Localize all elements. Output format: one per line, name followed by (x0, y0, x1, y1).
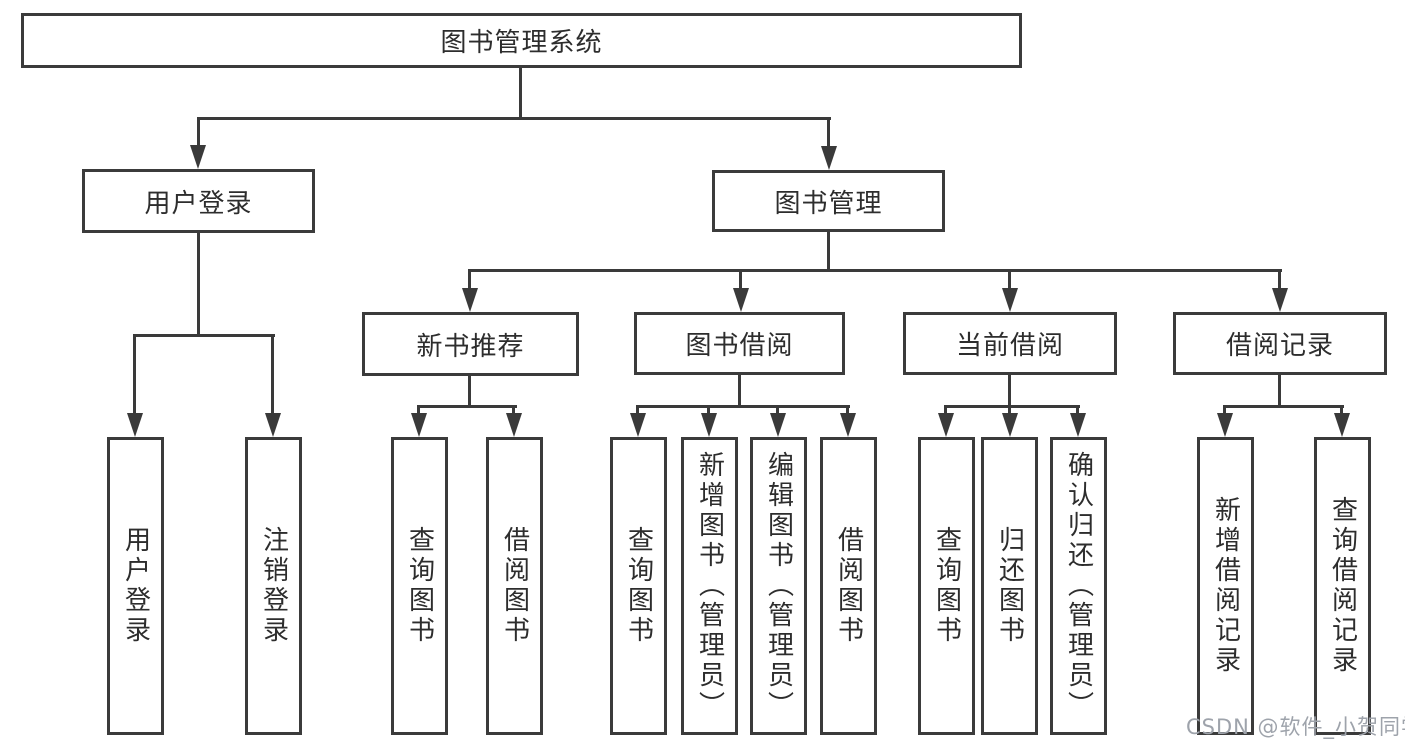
node-book-borrow-label: 图书借阅 (685, 331, 794, 361)
leaf-add-borrow-record-label: 新增借阅记录 (1210, 496, 1241, 676)
node-user-login: 用户登录 (82, 169, 315, 233)
connector-root-arm-right (827, 117, 830, 148)
connector-book-borrow-arm3 (776, 405, 779, 415)
connector-user-login-arm1 (133, 334, 136, 414)
arrowhead-confirm-return-admin (1070, 413, 1086, 437)
node-user-login-label: 用户登录 (144, 188, 253, 219)
arrowhead-edit-book-admin (770, 413, 786, 437)
leaf-edit-book-admin: 编辑图书（管理员） (750, 437, 807, 735)
arrowhead-book-management (821, 146, 837, 170)
arrowhead-return-book (1002, 413, 1018, 437)
connector-records-arm1 (1223, 405, 1226, 415)
arrowhead-add-borrow-record (1217, 413, 1233, 437)
connector-current-borrow-arm3 (1076, 405, 1079, 415)
arrowhead-query-book-borrow (630, 413, 646, 437)
connector-records-bus (1223, 405, 1344, 408)
arrowhead-leaf-logout (265, 413, 281, 437)
csdn-watermark: CSDN @软件_小贺同学 (1186, 715, 1405, 739)
node-current-borrow: 当前借阅 (903, 312, 1117, 375)
connector-book-borrow-arm4 (846, 405, 849, 415)
leaf-logout: 注销登录 (245, 437, 302, 735)
connector-book-mgmt-stem (827, 232, 830, 272)
leaf-return-book: 归还图书 (981, 437, 1038, 735)
node-borrow-records: 借阅记录 (1173, 312, 1387, 375)
leaf-query-book-borrow-label: 查询图书 (623, 526, 654, 646)
node-book-borrow: 图书借阅 (634, 312, 845, 375)
arrowhead-borrow-book-recommend (506, 413, 522, 437)
arrowhead-query-book-recommend (411, 413, 427, 437)
connector-current-borrow-arm2 (1008, 405, 1011, 415)
leaf-query-borrow-record: 查询借阅记录 (1314, 437, 1371, 735)
leaf-borrow-book-recommend-label: 借阅图书 (499, 526, 530, 646)
arrowhead-borrow-records (1272, 288, 1288, 312)
connector-new-book-stem (468, 375, 471, 407)
leaf-logout-label: 注销登录 (258, 526, 289, 646)
connector-user-login-arm2 (271, 334, 274, 414)
node-borrow-records-label: 借阅记录 (1225, 331, 1334, 361)
connector-current-borrow-arm1 (944, 405, 947, 415)
leaf-query-book-current: 查询图书 (918, 437, 975, 735)
connector-current-borrow-stem (1008, 375, 1011, 407)
node-book-management: 图书管理 (712, 170, 945, 232)
connector-root-stem (519, 68, 522, 118)
node-new-book-recommend: 新书推荐 (362, 312, 579, 376)
leaf-query-borrow-record-label: 查询借阅记录 (1327, 496, 1358, 676)
leaf-query-book-borrow: 查询图书 (610, 437, 667, 735)
leaf-borrow-book-label: 借阅图书 (833, 526, 864, 646)
leaf-add-borrow-record: 新增借阅记录 (1197, 437, 1254, 735)
leaf-confirm-return-admin: 确认归还（管理员） (1050, 437, 1107, 735)
connector-root-bus (197, 117, 831, 120)
connector-user-login-stem (197, 233, 200, 337)
connector-book-mgmt-arm1 (468, 269, 471, 289)
connector-book-borrow-arm2 (707, 405, 710, 415)
arrowhead-leaf-user-login (127, 413, 143, 437)
connector-book-mgmt-arm3 (1008, 269, 1011, 289)
connector-records-arm2 (1340, 405, 1343, 415)
connector-user-login-bus (133, 334, 275, 337)
node-root: 图书管理系统 (21, 13, 1022, 68)
arrowhead-current-borrow (1002, 288, 1018, 312)
connector-book-mgmt-bus (468, 269, 1282, 272)
connector-new-book-bus (417, 405, 517, 408)
connector-book-borrow-arm1 (636, 405, 639, 415)
leaf-user-login-label: 用户登录 (120, 526, 151, 646)
arrowhead-new-book-recommend (462, 288, 478, 312)
connector-book-borrow-stem (738, 375, 741, 407)
connector-new-book-arm2 (512, 405, 515, 415)
node-root-label: 图书管理系统 (440, 28, 603, 58)
leaf-user-login: 用户登录 (107, 437, 164, 735)
connector-book-mgmt-arm4 (1278, 269, 1281, 289)
leaf-query-book-recommend: 查询图书 (391, 437, 448, 735)
connector-root-arm-left (197, 117, 200, 147)
leaf-query-book-current-label: 查询图书 (931, 526, 962, 646)
leaf-return-book-label: 归还图书 (994, 526, 1025, 646)
leaf-add-book-admin: 新增图书（管理员） (681, 437, 738, 735)
arrowhead-query-book-current (938, 413, 954, 437)
connector-new-book-arm1 (417, 405, 420, 415)
connector-book-mgmt-arm2 (739, 269, 742, 289)
node-new-book-recommend-label: 新书推荐 (416, 331, 525, 362)
connector-records-stem (1278, 375, 1281, 407)
node-book-management-label: 图书管理 (774, 188, 883, 219)
leaf-query-book-recommend-label: 查询图书 (404, 526, 435, 646)
arrowhead-book-borrow (733, 288, 749, 312)
leaf-borrow-book-recommend: 借阅图书 (486, 437, 543, 735)
leaf-confirm-return-admin-label: 确认归还（管理员） (1063, 451, 1094, 721)
connector-book-borrow-bus (636, 405, 850, 408)
arrowhead-user-login (190, 145, 206, 169)
arrowhead-add-book-admin (701, 413, 717, 437)
leaf-borrow-book: 借阅图书 (820, 437, 877, 735)
leaf-edit-book-admin-label: 编辑图书（管理员） (763, 451, 794, 721)
node-current-borrow-label: 当前借阅 (955, 331, 1064, 361)
leaf-add-book-admin-label: 新增图书（管理员） (694, 451, 725, 721)
arrowhead-borrow-book (840, 413, 856, 437)
connector-current-borrow-bus (944, 405, 1080, 408)
arrowhead-query-borrow-record (1334, 413, 1350, 437)
